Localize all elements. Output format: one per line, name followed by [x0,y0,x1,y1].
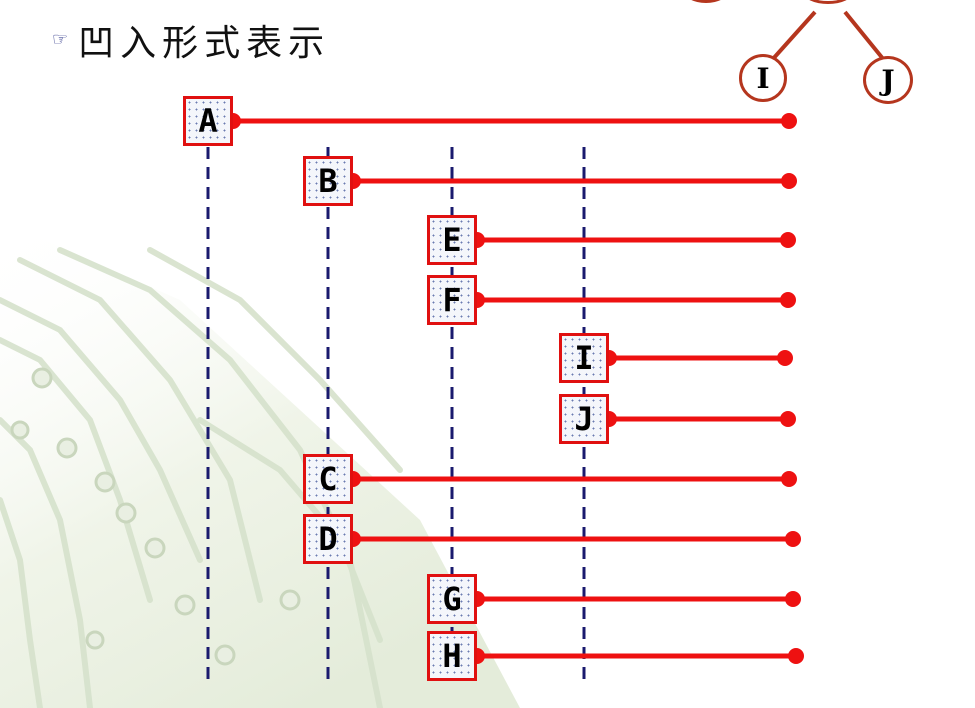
pointing-hand-icon: ☞ [52,29,69,50]
bar-end-dot [780,232,796,248]
indent-bars [225,113,804,664]
bar-end-dot [780,411,796,427]
tree-node-box: F [427,275,477,325]
tree-node-box: D [303,514,353,564]
bar-end-dot [788,648,804,664]
bar-end-dot [781,113,797,129]
slide-title-row: ☞ 凹入形式表示 [52,14,330,66]
tree-node-box: A [183,96,233,146]
bar-end-dot [785,591,801,607]
indent-guides [206,147,586,686]
corner-tree-node: I [739,54,787,102]
tree-node-box: G [427,574,477,624]
tree-edge [843,10,886,62]
tree-node-box: C [303,454,353,504]
bar-end-dot [780,292,796,308]
tree-node-box: E [427,215,477,265]
slide-title: 凹入形式表示 [78,23,331,64]
bar-end-dot [777,350,793,366]
bar-end-dot [781,173,797,189]
corner-tree-fragment [770,10,886,62]
bar-end-dot [785,531,801,547]
tree-node-box: I [559,333,609,383]
bar-end-dot [781,471,797,487]
tree-node-box: H [427,631,477,681]
tree-edge [770,10,817,62]
tree-node-box: J [559,394,609,444]
corner-tree-node: J [863,56,913,104]
tree-node-box: B [303,156,353,206]
